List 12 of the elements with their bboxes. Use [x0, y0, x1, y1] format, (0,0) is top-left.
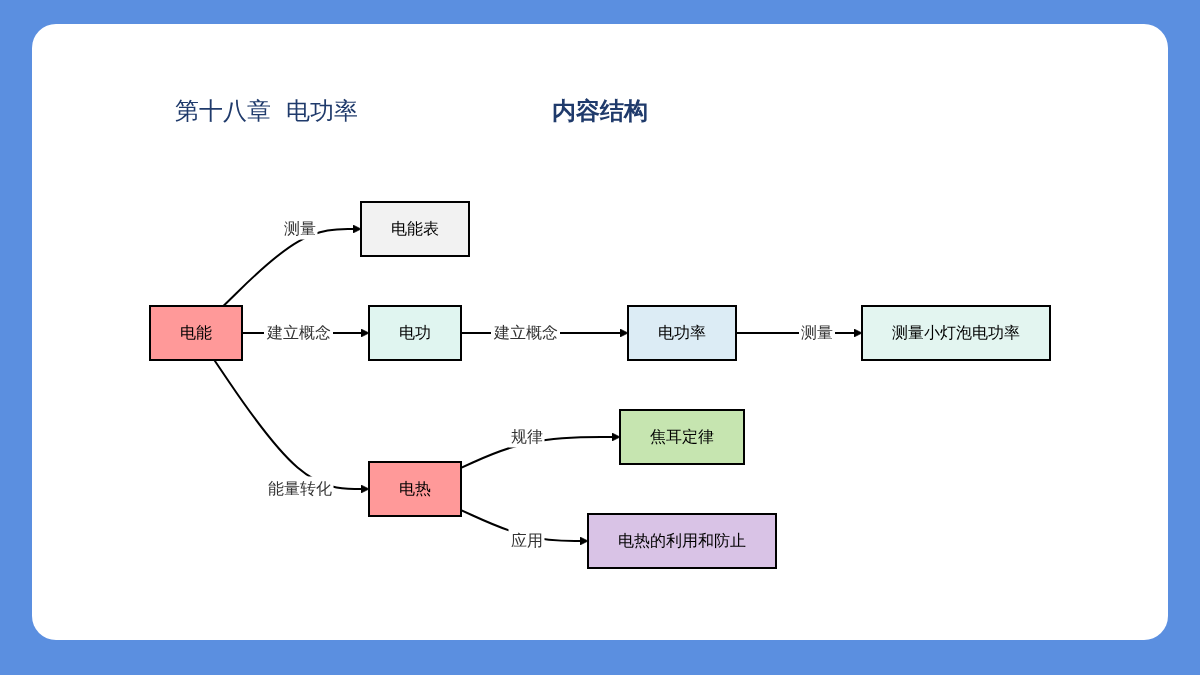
- node-box: 电功率: [627, 305, 737, 361]
- node-box: 电能: [149, 305, 243, 361]
- node-box: 测量小灯泡电功率: [861, 305, 1051, 361]
- arrow: [213, 359, 370, 494]
- node-box: 电功: [368, 305, 462, 361]
- title: 内容结构: [552, 96, 648, 127]
- node-box: 电能表: [360, 201, 470, 257]
- chapter-heading: 第十八章 电功率: [175, 96, 359, 127]
- node-box: 焦耳定律: [619, 409, 745, 465]
- node-box: 电热的利用和防止: [587, 513, 777, 569]
- node-box: 电热: [368, 461, 462, 517]
- arrow: [222, 224, 362, 307]
